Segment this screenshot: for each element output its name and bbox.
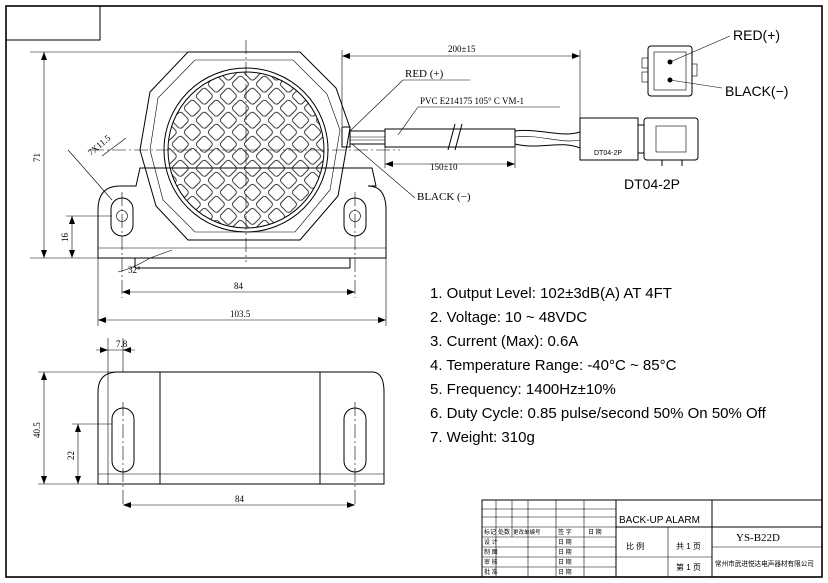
rev-header-count: 处数 bbox=[498, 528, 510, 536]
part-number: YS-B22D bbox=[736, 532, 780, 544]
spec-item: 3. Current (Max): 0.6A bbox=[430, 333, 579, 350]
dim-overall-width: 103.5 bbox=[230, 309, 251, 319]
dim-angle: 32° bbox=[128, 265, 141, 275]
spec-item: 1. Output Level: 102±3dB(A) AT 4FT bbox=[430, 285, 672, 302]
drawing-border bbox=[5, 5, 823, 578]
rev-header-date: 日 期 bbox=[588, 528, 602, 536]
wire-red-label: RED (+) bbox=[405, 68, 444, 80]
dim-slot-height: 16 bbox=[60, 233, 70, 243]
spec-list: 1. Output Level: 102±3dB(A) AT 4FT 2. Vo… bbox=[430, 282, 766, 450]
spec-item: 2. Voltage: 10 ~ 48VDC bbox=[430, 309, 588, 326]
corner-box bbox=[6, 6, 101, 41]
connector-tag: DT04-2P bbox=[594, 150, 622, 157]
cable-spec-label: PVC E214175 105° C VM-1 bbox=[420, 96, 524, 106]
dim-edge-offset: 7.8 bbox=[116, 339, 128, 349]
sheets-total: 共 1 页 bbox=[676, 542, 701, 551]
sheet-number: 第 1 页 bbox=[676, 562, 701, 572]
spec-item: 5. Frequency: 1400Hz±10% bbox=[430, 381, 616, 398]
role-review: 审 核 bbox=[484, 558, 498, 566]
housing-outline bbox=[139, 51, 351, 241]
spec-item: 7. Weight: 310g bbox=[430, 429, 535, 446]
dim-side-slot-height: 22 bbox=[66, 451, 76, 460]
dim-cable-length: 200±15 bbox=[448, 44, 476, 54]
rev-header-change-no: 更改单编号 bbox=[513, 528, 541, 536]
product-name: BACK-UP ALARM bbox=[619, 515, 700, 526]
rev-header-mark: 标记 bbox=[484, 528, 496, 536]
dim-side-height: 40.5 bbox=[32, 422, 42, 438]
side-slot-right bbox=[343, 407, 367, 473]
side-slot-left bbox=[111, 407, 135, 473]
connector-face-view: RED(+) BLACK(−) DT04-2P bbox=[624, 27, 788, 192]
role-approve: 批 准 bbox=[484, 568, 498, 576]
spec-item: 4. Temperature Range: -40°C ~ 85°C bbox=[430, 357, 677, 374]
role-drafting: 制 图 bbox=[484, 548, 498, 556]
spec-item: 6. Duty Cycle: 0.85 pulse/second 50% On … bbox=[430, 405, 766, 422]
date-label-3: 日 期 bbox=[558, 558, 572, 566]
date-label-2: 日 期 bbox=[558, 548, 572, 556]
mounting-base bbox=[97, 167, 387, 259]
cable-sleeve bbox=[384, 128, 516, 148]
dim-side-hole-spacing: 84 bbox=[235, 494, 245, 504]
date-label-4: 日 期 bbox=[558, 568, 572, 576]
side-view: 7.8 40.5 22 84 bbox=[32, 338, 385, 508]
pin-red-label: RED(+) bbox=[733, 27, 780, 43]
dim-hole-spacing: 84 bbox=[234, 281, 244, 291]
rev-header-sign: 签 字 bbox=[558, 528, 572, 536]
role-design: 设 计 bbox=[484, 538, 498, 546]
dim-height: 71 bbox=[32, 153, 42, 162]
date-label-1: 日 期 bbox=[558, 538, 572, 546]
company-name: 常州市武进悦达电声器材有限公司 bbox=[715, 559, 814, 568]
pin-black-label: BLACK(−) bbox=[725, 83, 788, 99]
scale-label: 比 例 bbox=[626, 541, 644, 551]
connector-label: DT04-2P bbox=[624, 176, 680, 192]
connector-face bbox=[647, 45, 693, 97]
wire-black-label: BLACK (−) bbox=[417, 191, 471, 203]
title-block: 标记 处数 更改单编号 签 字 日 期 设 计 制 图 审 核 批 准 日 期 … bbox=[481, 499, 823, 578]
dim-slot-size: 7X11.5 bbox=[86, 133, 113, 158]
side-body bbox=[97, 371, 385, 485]
top-view: DT04-2P 200±15 150±10 RED (+) PVC E21417… bbox=[30, 40, 699, 326]
dim-sleeve-length: 150±10 bbox=[430, 162, 458, 172]
